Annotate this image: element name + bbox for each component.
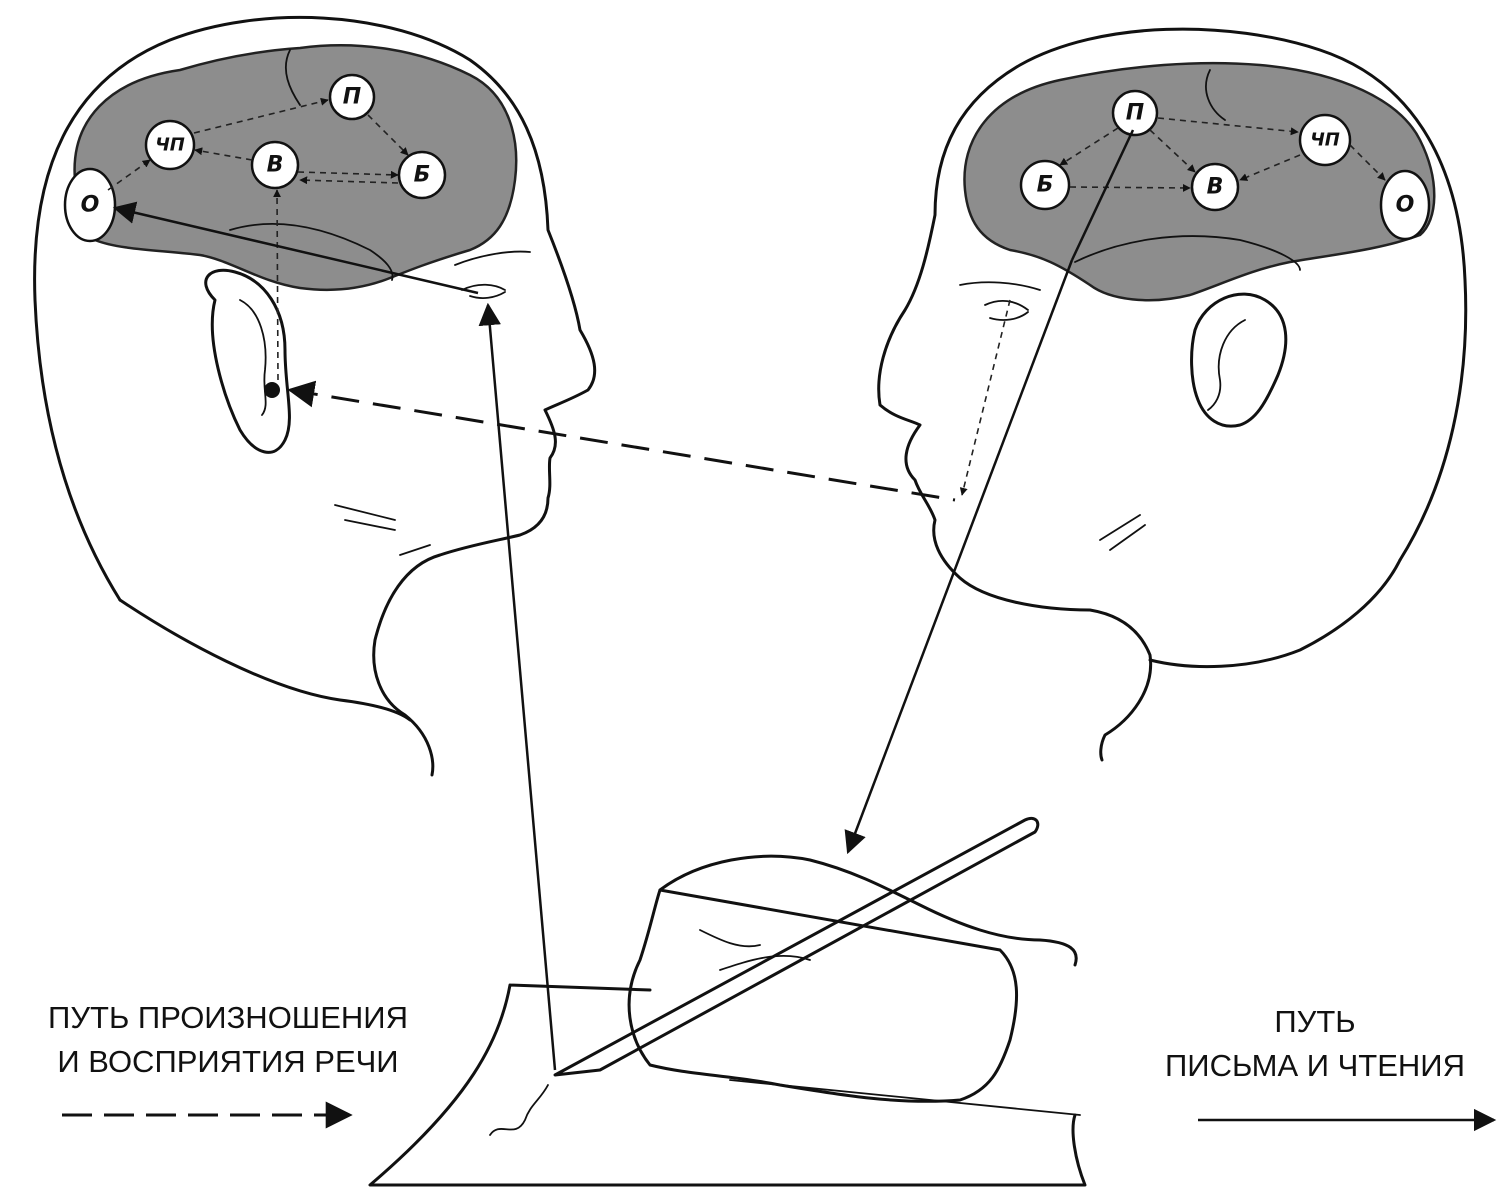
right-ear-inner bbox=[1208, 320, 1245, 410]
legend-speech-path-line1: ПУТЬ ПРОИЗНОШЕНИЯ bbox=[18, 996, 438, 1040]
left-brow bbox=[455, 252, 530, 265]
legend-writing-path: ПУТЬ ПИСЬМА И ЧТЕНИЯ bbox=[1130, 1000, 1500, 1088]
handwriting bbox=[490, 1085, 548, 1135]
left-neck-back bbox=[120, 600, 410, 720]
reading-path-line bbox=[488, 305, 555, 1070]
right-node-o: О bbox=[1396, 193, 1415, 218]
legend-writing-path-line2: ПИСЬМА И ЧТЕНИЯ bbox=[1130, 1044, 1500, 1088]
left-jaw-hatch bbox=[335, 505, 430, 555]
hand-outline bbox=[629, 856, 1076, 1101]
speech-path-line bbox=[290, 390, 955, 500]
left-head: О П ЧП В Б bbox=[35, 17, 595, 775]
right-eye bbox=[985, 301, 1028, 320]
legend-speech-path-line2: И ВОСПРИЯТИЯ РЕЧИ bbox=[18, 1040, 438, 1084]
right-node-v: В bbox=[1207, 175, 1224, 200]
right-brow bbox=[960, 282, 1040, 290]
right-jaw-hatch bbox=[1100, 515, 1145, 550]
left-ear-inner bbox=[240, 300, 266, 415]
left-ear-canal bbox=[264, 382, 280, 398]
left-node-chp: ЧП bbox=[155, 135, 185, 156]
left-node-o: О bbox=[81, 193, 100, 218]
legend-writing-path-line1: ПУТЬ bbox=[1130, 1000, 1500, 1044]
right-link-brain-mouth bbox=[962, 300, 1010, 495]
right-node-b: Б bbox=[1037, 173, 1054, 198]
writing-hand bbox=[370, 818, 1085, 1185]
left-node-b: Б bbox=[414, 163, 431, 188]
right-node-chp: ЧП bbox=[1310, 130, 1340, 151]
right-neck-back bbox=[1150, 560, 1400, 667]
writing-path-line bbox=[848, 260, 1072, 852]
right-node-p: П bbox=[1126, 101, 1144, 126]
left-node-p: П bbox=[343, 85, 361, 110]
hand-knuckles bbox=[700, 930, 1080, 1115]
paper-sheet bbox=[370, 985, 1085, 1185]
right-ear bbox=[1192, 294, 1286, 426]
right-head: О П ЧП Б В bbox=[879, 29, 1466, 760]
legend-speech-path: ПУТЬ ПРОИЗНОШЕНИЯ И ВОСПРИЯТИЯ РЕЧИ bbox=[18, 996, 438, 1084]
left-node-v: В bbox=[267, 153, 284, 178]
